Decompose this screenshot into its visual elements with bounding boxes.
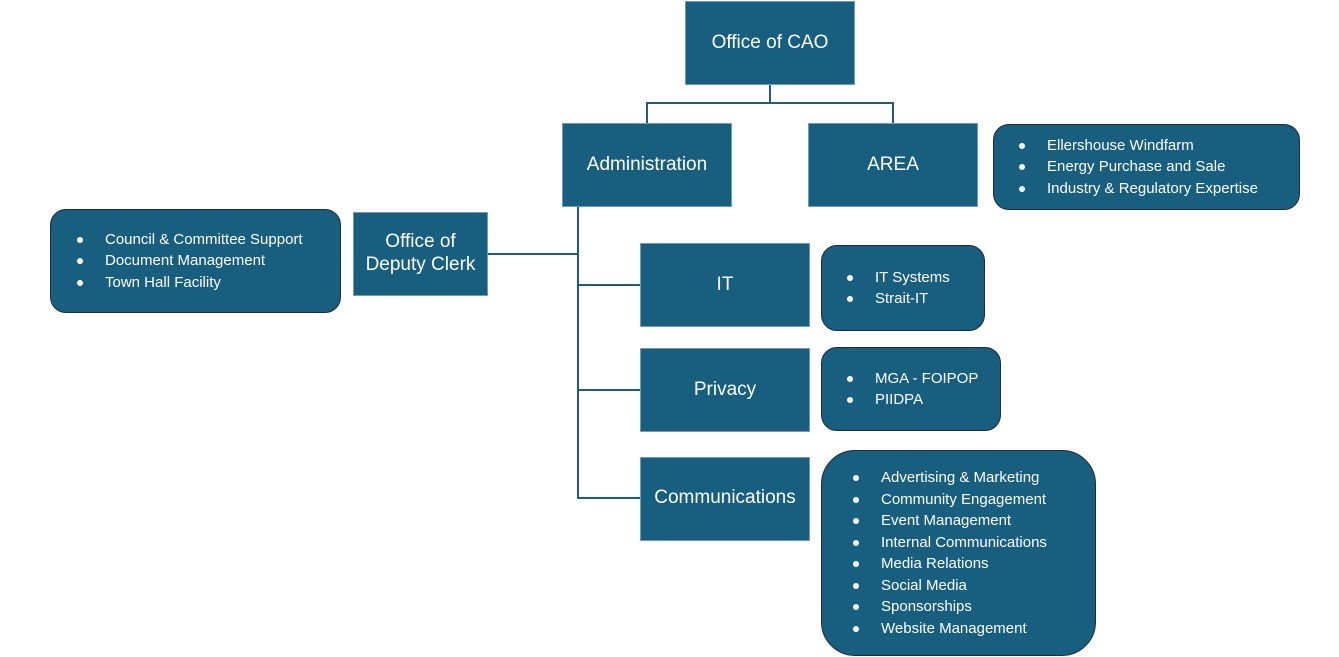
bullet-icon — [853, 518, 859, 524]
list-item: PIIDPA — [847, 389, 1000, 411]
list-item: Media Relations — [853, 553, 1095, 575]
area-details-list: Ellershouse Windfarm Energy Purchase and… — [1019, 135, 1299, 200]
bullet-icon — [1019, 142, 1025, 149]
list-item: Website Management — [853, 618, 1095, 640]
node-it-label: IT — [716, 273, 734, 295]
node-communications-label: Communications — [654, 487, 796, 508]
list-item: Community Engagement — [853, 489, 1095, 511]
list-item: Town Hall Facility — [77, 272, 340, 294]
bullet-icon — [853, 582, 859, 589]
node-administration: Administration — [562, 123, 732, 207]
node-office-of-cao-label: Office of CAO — [711, 31, 829, 53]
node-administration-label: Administration — [586, 153, 708, 175]
list-item: Energy Purchase and Sale — [1019, 156, 1299, 178]
node-communications: Communications — [640, 457, 810, 541]
node-office-of-cao: Office of CAO — [685, 1, 855, 85]
list-item: Sponsorships — [853, 596, 1095, 618]
communications-details: Advertising & Marketing Community Engage… — [821, 450, 1096, 656]
list-item: MGA - FOIPOP — [847, 368, 1000, 390]
bullet-icon — [853, 604, 859, 610]
bullet-icon — [847, 296, 853, 302]
node-privacy: Privacy — [640, 348, 810, 432]
bullet-icon — [77, 258, 83, 265]
connector-to-communications — [577, 497, 640, 499]
bullet-icon — [77, 236, 83, 243]
bullet-icon — [847, 397, 853, 403]
list-item: Internal Communications — [853, 532, 1095, 554]
node-it: IT — [640, 243, 810, 327]
connector-administration-trunk — [577, 207, 579, 499]
list-item: Event Management — [853, 510, 1095, 532]
privacy-details-list: MGA - FOIPOP PIIDPA — [847, 368, 1000, 411]
connector-to-it — [577, 284, 640, 286]
list-item: Advertising & Marketing — [853, 467, 1095, 489]
node-deputy-clerk-label-line1: Office of — [385, 231, 456, 253]
bullet-icon — [1019, 164, 1025, 171]
bullet-icon — [77, 279, 83, 286]
connector-to-privacy — [577, 389, 640, 391]
bullet-icon — [853, 496, 859, 503]
privacy-details: MGA - FOIPOP PIIDPA — [821, 347, 1001, 431]
connector-cao-branch — [646, 102, 894, 104]
list-item: Social Media — [853, 575, 1095, 597]
bullet-icon — [853, 561, 859, 567]
deputy-clerk-details-list: Council & Committee Support Document Man… — [77, 229, 340, 294]
node-area: AREA — [808, 123, 978, 207]
node-area-label: AREA — [867, 153, 919, 175]
connector-to-area — [892, 102, 894, 123]
it-details: IT Systems Strait-IT — [821, 245, 985, 331]
communications-details-list: Advertising & Marketing Community Engage… — [853, 467, 1095, 640]
bullet-icon — [847, 274, 853, 281]
connector-cao-down — [769, 85, 771, 103]
list-item: Strait-IT — [847, 288, 984, 310]
list-item: Council & Committee Support — [77, 229, 340, 251]
bullet-icon — [847, 375, 853, 382]
connector-to-administration — [646, 102, 648, 123]
list-item: Ellershouse Windfarm — [1019, 135, 1299, 157]
bullet-icon — [853, 539, 859, 546]
list-item: Document Management — [77, 250, 340, 272]
it-details-list: IT Systems Strait-IT — [847, 267, 984, 310]
area-details: Ellershouse Windfarm Energy Purchase and… — [993, 124, 1300, 210]
list-item: Industry & Regulatory Expertise — [1019, 178, 1299, 200]
bullet-icon — [853, 625, 859, 632]
deputy-clerk-details: Council & Committee Support Document Man… — [50, 209, 341, 313]
bullet-icon — [1019, 185, 1025, 192]
list-item: IT Systems — [847, 267, 984, 289]
node-deputy-clerk-label-line2: Deputy Clerk — [365, 254, 476, 275]
connector-to-deputy-clerk — [488, 253, 579, 255]
node-privacy-label: Privacy — [693, 378, 757, 400]
node-office-of-deputy-clerk: Office of Deputy Clerk — [353, 212, 488, 296]
bullet-icon — [853, 475, 859, 481]
